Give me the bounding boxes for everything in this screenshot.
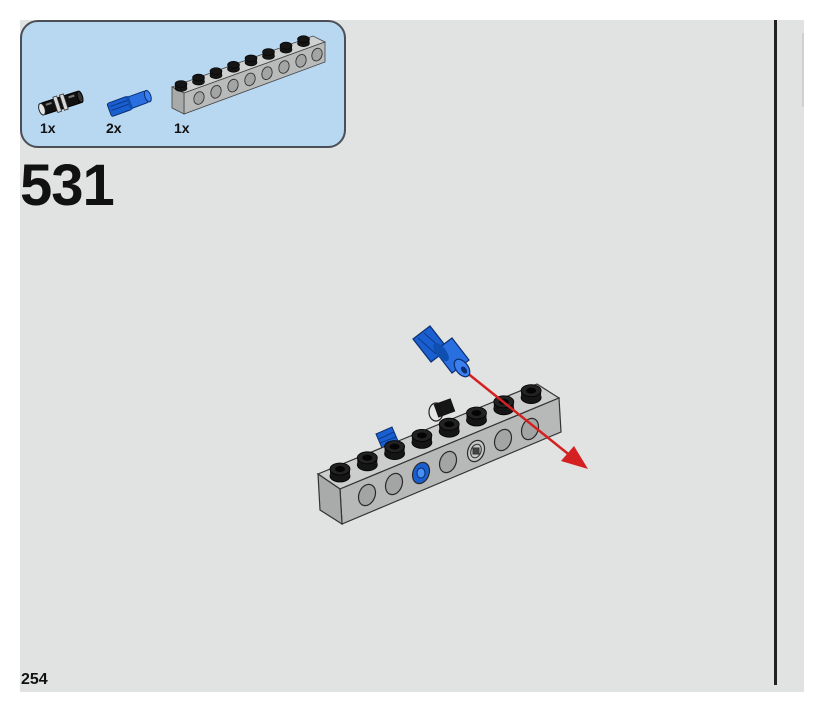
- brick-studs: [329, 384, 542, 483]
- inserted-black-pin-end: [470, 443, 482, 459]
- insertion-arrow-line: [465, 371, 573, 458]
- page-number: 254: [21, 671, 48, 688]
- black-axle-pin-icon: [38, 90, 84, 116]
- blue-pin-being-inserted: [412, 325, 471, 378]
- part-quantity: 1x: [40, 120, 56, 136]
- page-divider-line: [774, 20, 777, 685]
- part-quantity: 1x: [174, 120, 190, 136]
- step-number: 531: [20, 153, 115, 218]
- part-quantity: 2x: [106, 120, 122, 136]
- insertion-arrow-head: [561, 446, 588, 469]
- blue-axle-pin-icon: [106, 89, 152, 117]
- technic-brick-1x8-icon: [170, 35, 327, 115]
- brick-end-face: [317, 472, 343, 526]
- black-pin-behind-brick: [428, 398, 456, 422]
- next-page-edge: [802, 33, 804, 107]
- inserted-blue-pin-end: [416, 467, 426, 479]
